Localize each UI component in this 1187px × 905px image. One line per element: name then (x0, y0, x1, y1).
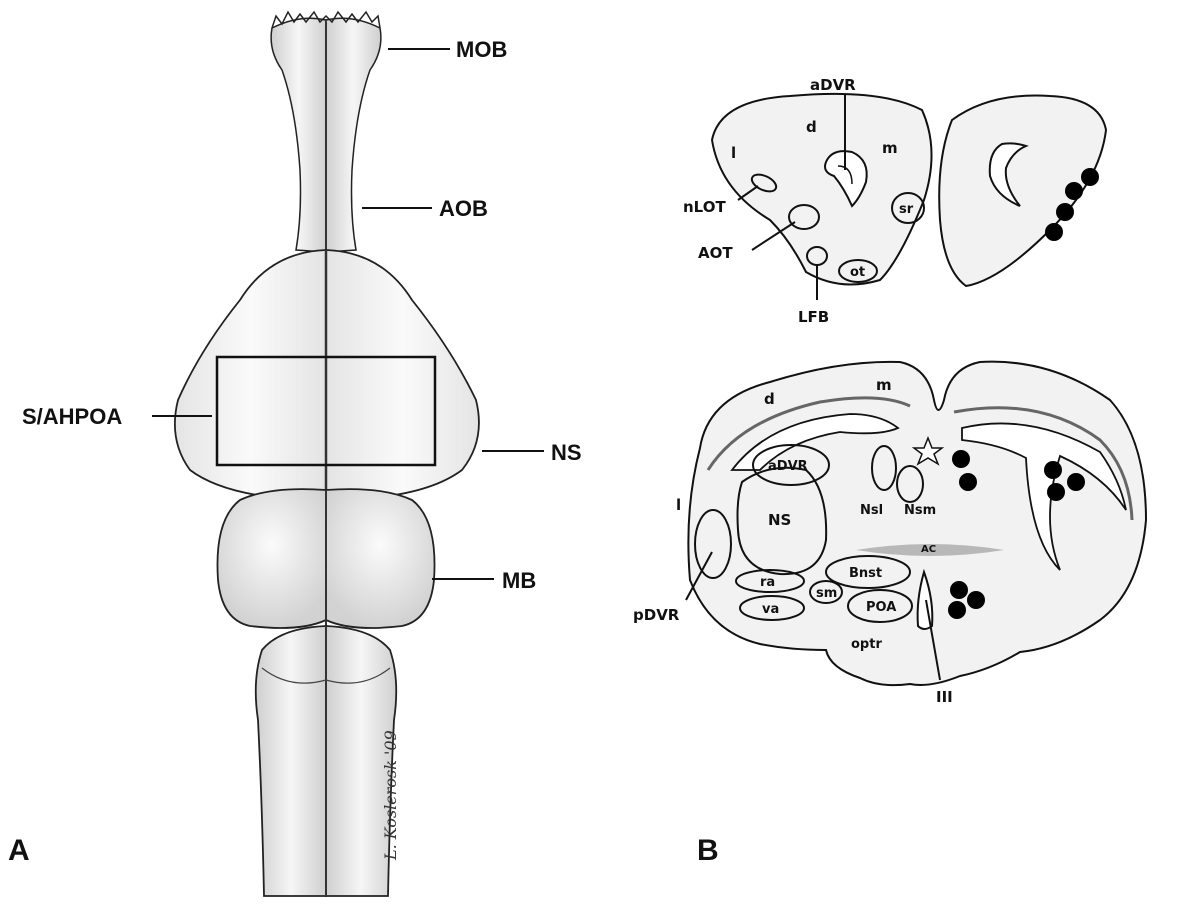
section-rostral (712, 94, 1106, 286)
label-sm: sm (816, 586, 837, 601)
label-site-dot (959, 473, 977, 491)
olfactory-stalk-right (326, 18, 381, 252)
label-ns-bottom: NS (768, 511, 791, 529)
label-site-dot (967, 591, 985, 609)
label-site-dot (1045, 223, 1063, 241)
label-nlot: nLOT (683, 198, 726, 216)
label-iii: III (936, 688, 953, 706)
label-m-bottom: m (876, 376, 892, 394)
label-pdvr: pDVR (633, 606, 680, 624)
label-site-dot (1067, 473, 1085, 491)
hindbrain-left (256, 626, 326, 896)
label-ac: AC (921, 544, 936, 555)
optic-lobe-right (326, 489, 435, 628)
label-aot: AOT (698, 244, 733, 262)
label-ot: ot (850, 265, 865, 280)
label-s-ahpoa: S/AHPOA (22, 404, 122, 429)
brain-dorsal-view (175, 12, 479, 896)
section-rostral-left-outline (712, 94, 932, 285)
label-nsm: Nsm (904, 503, 936, 518)
label-d-top: d (806, 118, 817, 136)
label-ra: ra (760, 575, 775, 590)
label-mb: MB (502, 568, 536, 593)
hemisphere-left (175, 250, 326, 500)
olfactory-stalk-left (271, 18, 326, 252)
label-site-dot (1056, 203, 1074, 221)
label-ns-a: NS (551, 440, 582, 465)
label-m-top: m (882, 139, 898, 157)
section-caudal (688, 362, 1146, 685)
panel-label-b: B (697, 834, 719, 867)
label-sr: sr (899, 202, 914, 217)
section-caudal-outline (688, 362, 1146, 685)
label-mob: MOB (456, 37, 507, 62)
label-aob: AOB (439, 196, 488, 221)
optic-lobe-left (217, 489, 326, 628)
artist-signature: L. Koslerosk '09 (381, 730, 400, 861)
label-optr: optr (851, 637, 882, 652)
label-nsl: Nsl (860, 503, 883, 518)
label-va: va (762, 602, 779, 617)
label-poa: POA (866, 600, 896, 615)
label-lfb: LFB (798, 308, 829, 326)
label-site-dot (1065, 182, 1083, 200)
label-site-dot (952, 450, 970, 468)
label-site-dot (948, 601, 966, 619)
label-advr-top: aDVR (810, 76, 856, 94)
label-site-dot (1047, 483, 1065, 501)
label-l-top: l (731, 144, 736, 162)
panel-label-a: A (8, 834, 30, 867)
label-site-dot (950, 581, 968, 599)
label-site-dot (1044, 461, 1062, 479)
hemisphere-right (326, 250, 479, 500)
label-bnst: Bnst (849, 566, 882, 581)
label-site-dot (1081, 168, 1099, 186)
label-d-bottom: d (764, 390, 775, 408)
label-advr-bottom: aDVR (768, 459, 808, 474)
label-l-bottom: l (676, 496, 681, 514)
